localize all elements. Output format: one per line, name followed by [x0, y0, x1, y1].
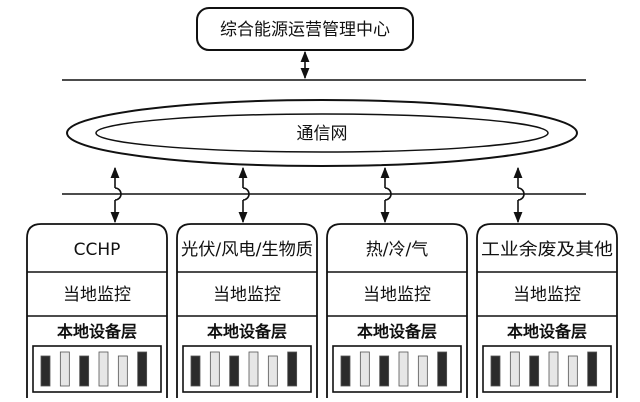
column-title: CCHP	[74, 240, 121, 260]
equipment-cabinet-icon	[137, 351, 148, 387]
equipment-cabinet-icon	[437, 351, 448, 387]
equipment-cabinet-icon	[340, 355, 351, 387]
equipment-cabinet-icon	[267, 355, 278, 387]
column-link-arrow	[380, 166, 392, 224]
local-monitor-label: 当地监控	[213, 285, 281, 305]
column-title: 光伏/风电/生物质	[181, 240, 313, 260]
energy-columns: CCHP当地监控本地设备层光伏/风电/生物质当地监控本地设备层热/冷/气当地监控…	[26, 166, 618, 398]
column-link-arrow	[238, 166, 250, 224]
equipment-cabinet-icon	[98, 351, 109, 387]
management-center-node: 综合能源运营管理中心	[196, 7, 414, 51]
equipment-cabinet-icon	[190, 355, 201, 387]
device-layer-label: 本地设备层	[357, 322, 437, 341]
column-title: 工业余废及其他	[481, 240, 613, 260]
equipment-cabinet-icon	[287, 351, 298, 387]
network-label: 通信网	[297, 124, 348, 144]
column-link-arrow	[513, 166, 525, 224]
equipment-cabinet-icon	[359, 351, 370, 387]
equipment-cabinet-icon	[567, 355, 578, 387]
equipment-cabinet-icon	[248, 351, 259, 387]
communication-network-ring: 通信网	[66, 99, 578, 167]
equipment-cabinet-icon	[509, 351, 520, 387]
equipment-cabinet-icon	[229, 355, 240, 387]
column-link-arrow	[110, 166, 122, 224]
equipment-cabinet-icon	[79, 355, 90, 387]
equipment-cabinet-icon	[398, 351, 409, 387]
equipment-cabinet-icon	[417, 355, 428, 387]
local-monitor-label: 当地监控	[513, 285, 581, 305]
local-monitor-label: 当地监控	[63, 285, 131, 305]
equipment-strip	[32, 345, 162, 393]
equipment-cabinet-icon	[59, 351, 70, 387]
equipment-strip	[482, 345, 612, 393]
equipment-strip	[182, 345, 312, 393]
equipment-cabinet-icon	[587, 351, 598, 387]
device-layer-label: 本地设备层	[507, 322, 587, 341]
equipment-cabinet-icon	[529, 355, 540, 387]
equipment-cabinet-icon	[490, 355, 501, 387]
device-layer-label: 本地设备层	[57, 322, 137, 341]
equipment-strip	[332, 345, 462, 393]
equipment-cabinet-icon	[117, 355, 128, 387]
equipment-cabinet-icon	[548, 351, 559, 387]
local-monitor-label: 当地监控	[363, 285, 431, 305]
equipment-cabinet-icon	[379, 355, 390, 387]
equipment-cabinet-icon	[40, 355, 51, 387]
column-title: 热/冷/气	[366, 240, 428, 260]
management-center-label: 综合能源运营管理中心	[220, 20, 390, 40]
device-layer-label: 本地设备层	[207, 322, 287, 341]
equipment-cabinet-icon	[209, 351, 220, 387]
